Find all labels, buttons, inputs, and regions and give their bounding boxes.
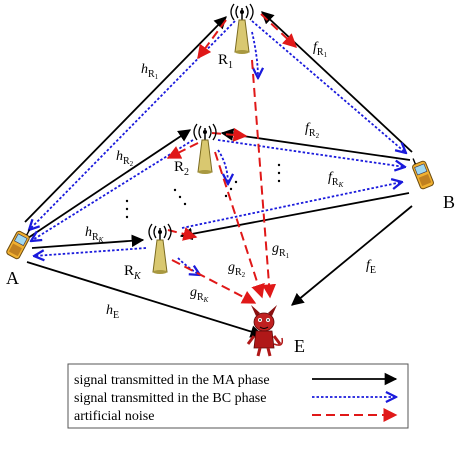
link-r1-b-bc bbox=[251, 20, 406, 153]
channel-label-gr1: gR1 bbox=[272, 241, 290, 260]
link-b-e-ma bbox=[291, 205, 413, 306]
link-rk-e-bc bbox=[177, 257, 200, 275]
node-label-a: A bbox=[6, 268, 19, 288]
noise-r2-e bbox=[214, 151, 265, 299]
channel-label-he: hE bbox=[106, 303, 119, 321]
eavesdropper-devil-icon bbox=[246, 305, 284, 357]
link-a-rk-ma bbox=[31, 234, 145, 249]
channel-label-gr2: gR2 bbox=[228, 260, 246, 279]
phone-b-icon bbox=[412, 158, 434, 190]
legend: signal transmitted in the MA phase signa… bbox=[67, 363, 409, 429]
link-rk-b-bc bbox=[181, 182, 402, 229]
noise-r1-left bbox=[197, 19, 227, 60]
legend-label-ma: signal transmitted in the MA phase bbox=[74, 373, 270, 388]
link-a-r1-ma bbox=[24, 16, 227, 223]
ma-links bbox=[24, 11, 413, 338]
legend-item-bc: signal transmitted in the BC phase bbox=[74, 391, 396, 406]
noise-links bbox=[166, 13, 298, 304]
link-r1-e-bc bbox=[251, 31, 258, 78]
node-label-r2: R2 bbox=[174, 159, 189, 178]
relay-r1-antenna-icon bbox=[230, 3, 254, 54]
link-r2-e-bc bbox=[217, 149, 228, 184]
link-r1-a-bc bbox=[29, 20, 236, 230]
legend-label-noise: artificial noise bbox=[74, 409, 154, 424]
ellipsis-dots bbox=[125, 163, 281, 219]
noise-rk-right bbox=[167, 227, 198, 241]
legend-label-bc: signal transmitted in the BC phase bbox=[74, 391, 266, 406]
bc-links bbox=[29, 20, 406, 275]
link-rk-a-bc bbox=[34, 247, 147, 256]
channel-label-hr2: hR2 bbox=[116, 149, 134, 168]
link-r2-b-bc bbox=[217, 139, 405, 167]
channel-label-grk: gRK bbox=[190, 285, 209, 304]
channel-label-fr2: fR2 bbox=[305, 121, 320, 140]
channel-label-hr1: hR1 bbox=[141, 62, 159, 81]
relay-r2-antenna-icon bbox=[193, 123, 217, 174]
channel-label-frk: fRK bbox=[328, 170, 344, 189]
noise-r2-right bbox=[211, 127, 248, 142]
link-b-rk-ma bbox=[179, 192, 410, 241]
noise-rk-e bbox=[171, 259, 257, 304]
channel-label-fe: fE bbox=[366, 258, 376, 276]
link-b-r2-ma bbox=[220, 128, 411, 161]
link-b-r1-ma bbox=[261, 11, 413, 153]
noise-r1-right bbox=[260, 13, 298, 48]
node-label-r1: R1 bbox=[218, 52, 233, 71]
node-label-rk: RK bbox=[124, 263, 142, 282]
link-a-e-ma bbox=[26, 261, 264, 338]
node-label-e: E bbox=[294, 336, 305, 356]
noise-r1-e bbox=[251, 59, 277, 299]
channel-label-hrk: hRK bbox=[85, 225, 104, 244]
legend-item-noise: artificial noise bbox=[74, 408, 398, 424]
legend-item-ma: signal transmitted in the MA phase bbox=[74, 372, 398, 388]
legend-box bbox=[67, 363, 409, 429]
relay-rk-antenna-icon bbox=[148, 223, 172, 274]
noise-r2-left bbox=[166, 142, 199, 159]
node-label-b: B bbox=[443, 192, 455, 212]
link-r2-a-bc bbox=[31, 139, 194, 241]
channel-label-fr1: fR1 bbox=[313, 40, 328, 59]
phone-a-icon bbox=[6, 229, 31, 260]
link-a-r2-ma bbox=[27, 129, 192, 239]
